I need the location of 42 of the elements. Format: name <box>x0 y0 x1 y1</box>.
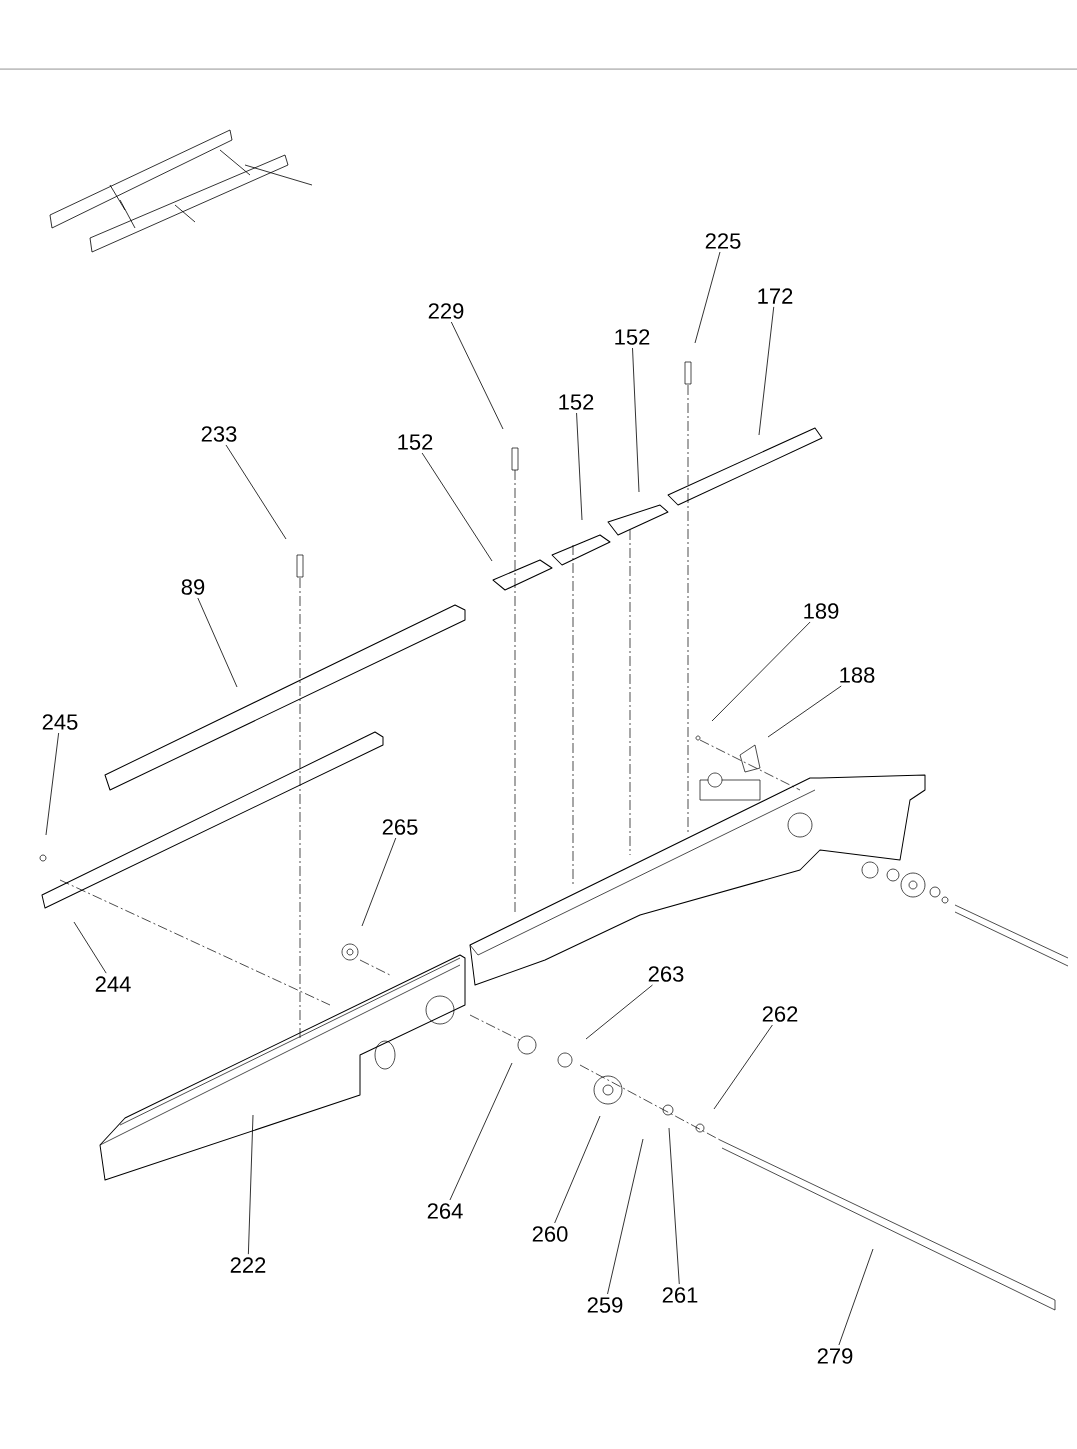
leader-line <box>449 1062 513 1201</box>
leader-line <box>607 1138 644 1295</box>
callout-number: 279 <box>817 1348 853 1364</box>
callout-number: 172 <box>758 288 793 304</box>
leader-line <box>576 412 583 521</box>
callout-number: 245 <box>42 714 78 730</box>
leader-line <box>45 732 60 836</box>
callout-number: 229 <box>428 303 464 319</box>
leader-line <box>585 984 653 1040</box>
leader-line <box>247 1114 254 1255</box>
callout-number: 264 <box>427 1203 463 1219</box>
leader-line <box>668 1127 680 1285</box>
callout-number: 89 <box>181 579 205 595</box>
leader-line <box>554 1115 601 1224</box>
leader-line <box>197 597 238 688</box>
leader-line <box>713 1024 773 1110</box>
leader-line <box>711 621 811 722</box>
callout-number: 188 <box>840 667 875 683</box>
callout-number: 233 <box>201 426 237 442</box>
leader-line <box>225 444 287 540</box>
callout-number: 244 <box>95 976 131 992</box>
callout-number: 261 <box>662 1287 698 1303</box>
leader-line <box>838 1248 874 1346</box>
callout-number: 263 <box>648 966 684 982</box>
leader-line <box>632 347 640 493</box>
callout-number: 259 <box>587 1297 623 1313</box>
leader-line <box>361 837 397 927</box>
callout-number: 152 <box>398 434 433 450</box>
callout-number: 225 <box>705 233 741 249</box>
leader-line <box>758 306 775 436</box>
leader-line <box>73 921 107 974</box>
callout-number: 152 <box>559 394 594 410</box>
leader-line <box>694 251 721 344</box>
callout-number: 152 <box>615 329 650 345</box>
callout-number: 262 <box>762 1006 798 1022</box>
leader-line <box>767 685 842 738</box>
callout-number: 260 <box>532 1226 568 1242</box>
callout-number: 265 <box>382 819 418 835</box>
leader-line <box>421 452 493 562</box>
callout-number: 189 <box>804 603 839 619</box>
callout-number: 222 <box>230 1257 266 1273</box>
leader-line <box>450 321 504 430</box>
